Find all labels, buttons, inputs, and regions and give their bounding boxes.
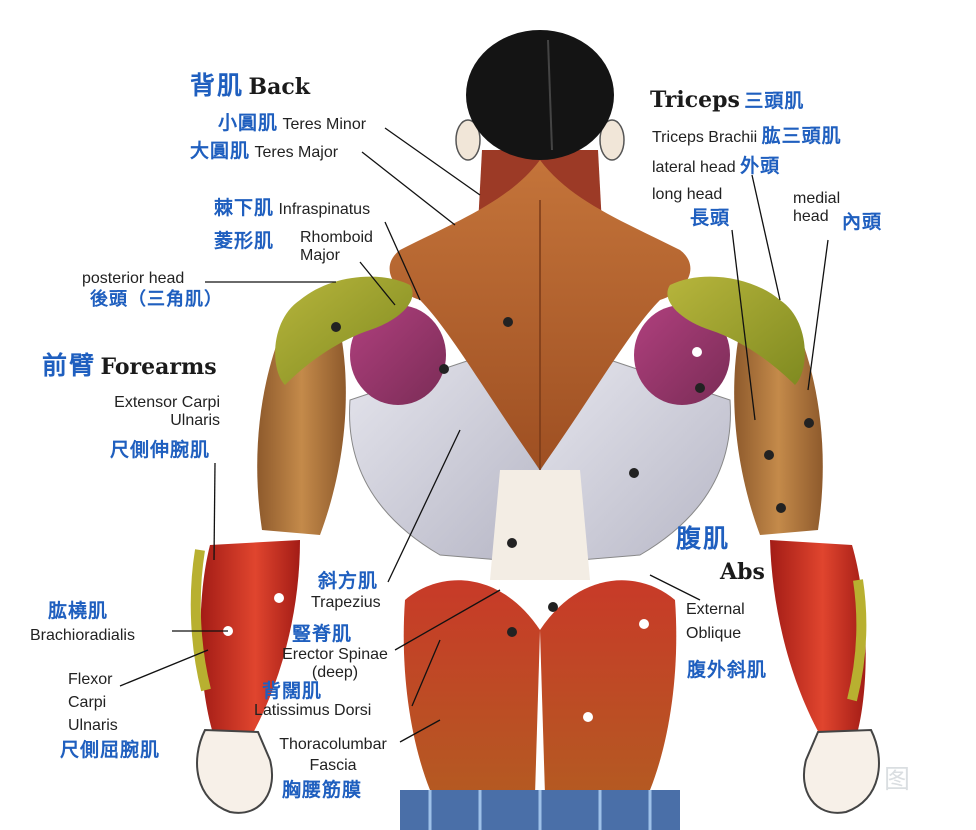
- hand-right-shape: [803, 728, 880, 814]
- label-teres-major: 大圓肌 Teres Major: [190, 141, 338, 162]
- heading-triceps-en: Triceps: [650, 87, 740, 113]
- teres-minor-zh: 小圓肌: [218, 112, 279, 134]
- label-infraspinatus: 棘下肌 Infraspinatus: [214, 198, 370, 219]
- label-lateral-head: lateral head 外頭: [652, 156, 780, 177]
- infraspinatus-zh: 棘下肌: [214, 197, 275, 219]
- medial-head-en: medial head: [793, 190, 841, 225]
- erector-zh: 豎脊肌: [292, 623, 353, 645]
- heading-forearms: 前臂 Forearms: [42, 352, 217, 380]
- label-triceps-brachii: Triceps Brachii 肱三頭肌: [652, 126, 842, 147]
- extensor-zh: 尺側伸腕肌: [109, 439, 210, 461]
- trapezius-zh: 斜方肌: [318, 570, 379, 592]
- ear-right-shape: [599, 119, 625, 161]
- forearm-left-shape: [200, 540, 300, 735]
- heading-triceps: Triceps 三頭肌: [650, 88, 804, 112]
- trapezius-en: Trapezius: [311, 594, 381, 611]
- latissimus-right-shape: [539, 359, 731, 561]
- external-oblique-en: External Oblique: [686, 601, 745, 642]
- teres-major-en: Teres Major: [254, 144, 339, 161]
- flexor-en: Flexor Carpi Ulnaris: [68, 671, 118, 735]
- teres-major-zh: 大圓肌: [190, 140, 251, 162]
- deltoid-left-shape: [275, 276, 413, 385]
- lateral-head-zh: 外頭: [740, 155, 781, 177]
- gluteus-right-shape: [540, 580, 677, 795]
- heading-back: 背肌 Back: [190, 72, 310, 100]
- ear-left-shape: [455, 119, 481, 161]
- brachioradialis-zh: 肱橈肌: [48, 600, 109, 622]
- heading-forearms-en: Forearms: [100, 354, 217, 380]
- teres-minor-en: Teres Minor: [282, 116, 367, 133]
- heading-abs-zh: 腹肌: [676, 524, 731, 553]
- thoracolumbar-zh: 胸腰筋膜: [282, 779, 363, 801]
- long-head-zh: 長頭: [690, 207, 731, 229]
- gluteus-left-shape: [403, 580, 540, 795]
- latissimus-left-shape: [349, 359, 541, 561]
- medial-head-zh: 內頭: [842, 211, 883, 233]
- heading-abs-en: Abs: [720, 559, 765, 585]
- triceps-brachii-zh: 肱三頭肌: [761, 125, 842, 147]
- label-teres-minor: 小圓肌 Teres Minor: [218, 113, 366, 134]
- posterior-head-en: posterior head: [82, 270, 185, 287]
- watermark-text: 图: [883, 765, 912, 795]
- erector-en: Erector Spinae (deep): [282, 646, 388, 681]
- heading-abs-en-wrap: Abs: [720, 560, 765, 584]
- thoracolumbar-en: Thoracolumbar Fascia: [279, 736, 387, 774]
- infraspinatus-en: Infraspinatus: [278, 201, 371, 218]
- flexor-zh: 尺側屈腕肌: [60, 739, 161, 761]
- deltoid-right-shape: [667, 276, 805, 385]
- rhomboid-en: Rhomboid Major: [300, 229, 373, 264]
- extensor-en: Extensor Carpi Ulnaris: [114, 394, 220, 429]
- latissimus-zh: 背闊肌: [262, 680, 323, 702]
- brachioradialis-en: Brachioradialis: [30, 627, 135, 644]
- forearm-right-shape: [770, 540, 866, 735]
- label-rhomboid-zh-wrap: 菱形肌: [214, 231, 274, 252]
- infraspinatus-left-shape: [350, 305, 446, 405]
- hand-left-shape: [196, 728, 273, 814]
- heading-forearms-zh: 前臂: [42, 351, 97, 380]
- heading-back-en: Back: [248, 74, 310, 100]
- external-oblique-zh: 腹外斜肌: [687, 659, 768, 681]
- lateral-head-en: lateral head: [652, 159, 736, 176]
- long-head-en: long head: [652, 186, 723, 203]
- heading-triceps-zh: 三頭肌: [744, 90, 805, 112]
- posterior-head-zh: 後頭（三角肌）: [90, 289, 223, 310]
- triceps-brachii-en: Triceps Brachii: [652, 129, 758, 146]
- rhomboid-zh: 菱形肌: [214, 230, 275, 252]
- heading-back-zh: 背肌: [190, 71, 245, 100]
- latissimus-en: Latissimus Dorsi: [254, 702, 372, 719]
- heading-abs-zh-wrap: 腹肌: [676, 525, 730, 553]
- infraspinatus-right-shape: [634, 305, 730, 405]
- head-hair-shape: [466, 30, 614, 160]
